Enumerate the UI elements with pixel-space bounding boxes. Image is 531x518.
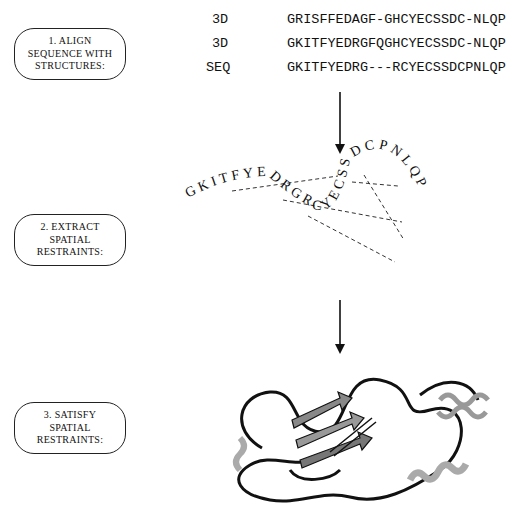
protein-structure [236,379,488,501]
sequence-tag: SEQ [206,61,230,75]
alignment-row: GKITFYEDRGFQGHCYECSSDC-NLQP [287,37,506,51]
structure-tag: 3D [212,13,228,27]
sequence-curve: GKITFYEDRGRCYECSSDCPNLQP [183,137,432,214]
step-pill: 3. SATISFY SPATIAL RESTRAINTS: [14,402,126,454]
step-label: 3. SATISFY SPATIAL RESTRAINTS: [25,409,115,447]
restraint-lines [232,175,404,262]
alignment-row: GRISFFEDAGF-GHCYECSSDC-NLQP [287,13,506,27]
sequence-curve: GKITFYEDRGRCYECSSDCPNLQP [183,137,432,214]
step-label: 2. EXTRACT SPATIAL RESTRAINTS: [25,221,115,259]
structure-tag: 3D [212,37,228,51]
alignment-row: GKITFYEDRG---RCYECSSDCPNLQP [287,61,506,75]
step-pill: 2. EXTRACT SPATIAL RESTRAINTS: [14,214,126,266]
step-label: 1. ALIGN SEQUENCE WITH STRUCTURES: [25,35,115,73]
flow-arrow [339,300,341,352]
flow-arrow [339,92,341,152]
step-pill: 1. ALIGN SEQUENCE WITH STRUCTURES: [14,28,126,80]
